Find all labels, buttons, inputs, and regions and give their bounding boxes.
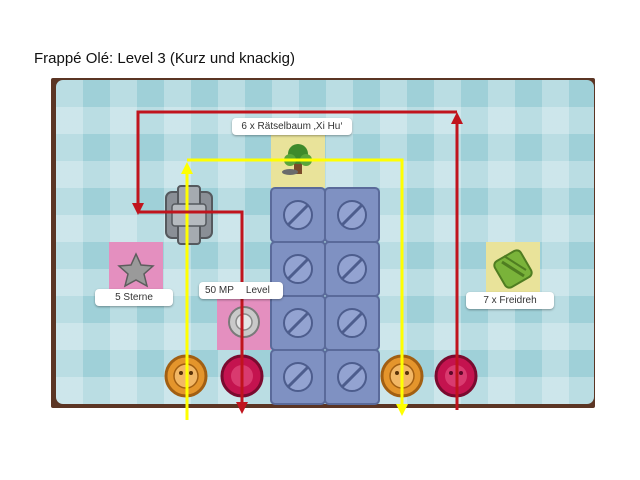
gear-icon[interactable] — [228, 306, 260, 338]
red-arrow-path — [132, 110, 463, 414]
metal-block — [270, 187, 326, 243]
metal-blocks — [270, 187, 380, 405]
callout-freidreh: 7 x Freidreh — [466, 292, 554, 309]
metal-block — [270, 295, 326, 351]
star-icon[interactable] — [117, 252, 155, 288]
callout-mp: 50 MP — [205, 285, 234, 296]
yellow-arrow-path — [181, 158, 408, 420]
callout-raetselbaum: 6 x Rätselbaum ‚Xi Hu‘ — [232, 118, 352, 135]
callout-sterne: 5 Sterne — [95, 289, 173, 306]
spring-icon[interactable] — [493, 249, 534, 290]
metal-block — [324, 349, 380, 405]
metal-block — [324, 241, 380, 297]
metal-block — [270, 349, 326, 405]
page-title: Frappé Olé: Level 3 (Kurz und knackig) — [34, 50, 295, 67]
metal-block — [324, 187, 380, 243]
callout-mp-level: 50 MP Level — [199, 282, 283, 299]
blocker-icon[interactable] — [165, 185, 213, 245]
metal-block — [324, 295, 380, 351]
callout-level: Level — [245, 285, 270, 296]
